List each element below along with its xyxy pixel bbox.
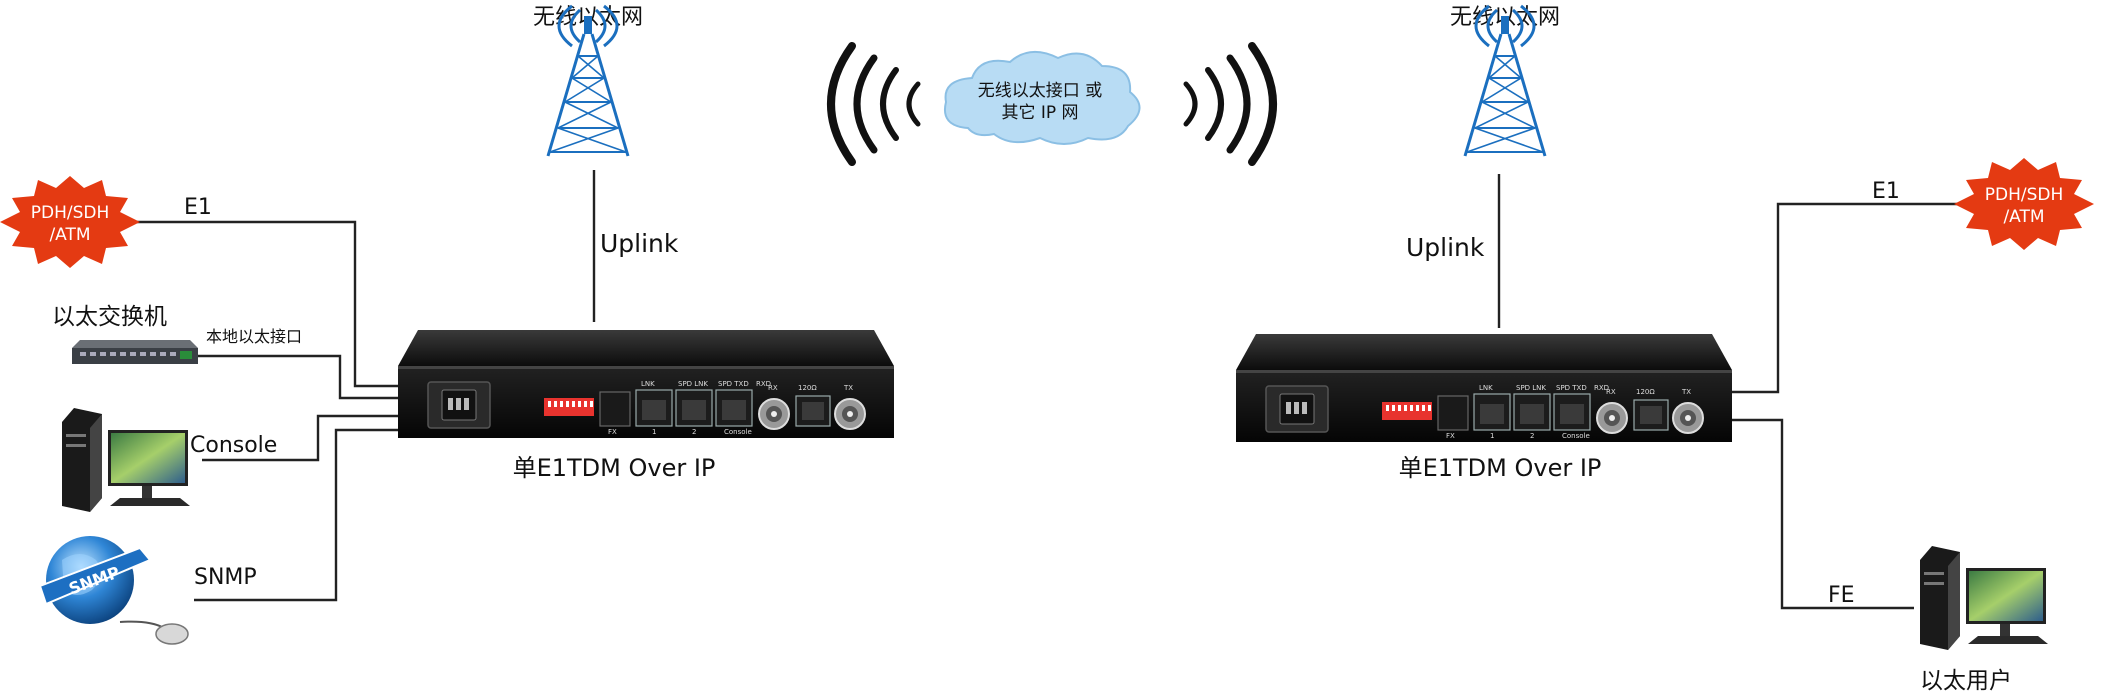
left-snmp-line [194, 428, 398, 602]
left-device: LNK SPD LNK SPD TXD RXD RX 120Ω TX FX 1 … [397, 329, 895, 482]
ethernet-switch-icon [72, 340, 198, 364]
right-pdh-line1: PDH/SDH [1985, 185, 2064, 205]
left-port-lnk: LNK [641, 380, 655, 388]
left-uplink-label: Uplink [600, 229, 679, 258]
right-fe-line [1726, 418, 1914, 610]
left-pdh-line1: PDH/SDH [31, 203, 110, 223]
right-port-fx: FX [1446, 432, 1455, 440]
wireless-cloud: 无线以太接口 或 其它 IP 网 [827, 42, 1277, 166]
left-port-1: 1 [652, 428, 656, 436]
user-computer-icon [1920, 546, 2048, 650]
right-e1-label: E1 [1872, 179, 1900, 204]
snmp-globe-icon: SNMP [38, 536, 189, 645]
right-user-pc: 以太用户 [1920, 546, 2048, 692]
left-port-rxd: RXD [756, 380, 771, 388]
right-port-rxd: RXD [1594, 384, 1609, 392]
left-pdh-line2: /ATM [49, 225, 90, 245]
desktop-computer-icon [62, 408, 190, 512]
left-switch-port-label: 本地以太接口 [206, 327, 302, 346]
left-device-label: 单E1TDM Over IP [513, 454, 716, 482]
left-port-tx: TX [843, 384, 853, 392]
left-switch-line [194, 354, 398, 400]
connection-lines [130, 170, 1960, 610]
left-port-console: Console [724, 428, 752, 436]
cloud-icon [944, 51, 1141, 145]
cloud-line1: 无线以太接口 或 [978, 81, 1102, 101]
tower-right-icon [1463, 4, 1547, 158]
right-port-tx: TX [1681, 388, 1691, 396]
left-pdh-node: PDH/SDH /ATM [0, 176, 140, 268]
left-port-fx: FX [608, 428, 617, 436]
left-port-spd-lnk: SPD LNK [678, 380, 708, 388]
left-port-spd-txd: SPD TXD [718, 380, 749, 388]
left-console-label: Console [190, 433, 277, 458]
right-port-spd-txd: SPD TXD [1556, 384, 1587, 392]
right-e1-line [1726, 202, 1960, 394]
signal-waves-left-icon [827, 42, 921, 166]
right-port-lnk: LNK [1479, 384, 1493, 392]
right-device: LNK SPD LNK SPD TXD RXD RX 120Ω TX FX 1 … [1235, 333, 1733, 482]
left-console-pc: Console [62, 408, 277, 512]
left-port-2: 2 [692, 428, 696, 436]
right-uplink-label: Uplink [1406, 233, 1485, 262]
left-e1-label: E1 [184, 195, 212, 220]
cloud-line2: 其它 IP 网 [1001, 103, 1078, 123]
left-switch-title: 以太交换机 [52, 304, 167, 330]
left-e1-line [130, 220, 398, 388]
right-port-console: Console [1562, 432, 1590, 440]
right-device-label: 单E1TDM Over IP [1399, 454, 1602, 482]
right-port-2: 2 [1530, 432, 1534, 440]
signal-waves-right-icon [1183, 42, 1277, 166]
right-port-spd-lnk: SPD LNK [1516, 384, 1546, 392]
right-fe-label: FE [1828, 583, 1855, 608]
left-snmp-node: SNMP SNMP [38, 536, 257, 645]
right-pdh-node: PDH/SDH /ATM [1954, 158, 2094, 250]
tower-left: 无线以太网 [533, 4, 643, 158]
left-switch: 以太交换机 本地以太接口 [52, 304, 302, 364]
right-port-1: 1 [1490, 432, 1494, 440]
tower-left-icon [546, 4, 630, 158]
right-user-label: 以太用户 [1920, 668, 2012, 692]
left-port-rx: RX [768, 384, 778, 392]
right-port-rx: RX [1606, 388, 1616, 396]
right-pdh-line2: /ATM [2003, 207, 2044, 227]
left-port-120: 120Ω [798, 384, 817, 392]
tower-right: 无线以太网 [1450, 4, 1560, 158]
right-port-120: 120Ω [1636, 388, 1655, 396]
left-snmp-label: SNMP [194, 565, 257, 590]
left-console-line [202, 414, 398, 462]
